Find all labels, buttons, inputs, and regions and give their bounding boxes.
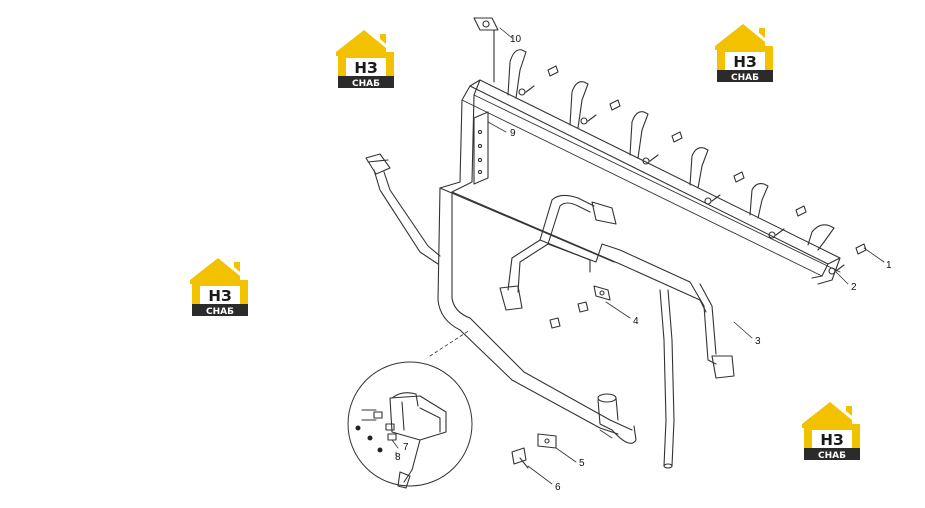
right-harness xyxy=(659,281,735,469)
callout-7: 7 xyxy=(403,442,409,453)
watermark-logo-4: НЗ СНАБ xyxy=(802,402,860,461)
watermark-letters: НЗ xyxy=(733,53,756,71)
bracket-5 xyxy=(537,433,557,449)
callout-labels: 10 9 1 2 3 4 5 6 7 8 xyxy=(395,34,892,493)
callout-5: 5 xyxy=(579,458,585,469)
callout-2: 2 xyxy=(851,282,857,293)
leader-lines xyxy=(391,27,885,485)
upper-frame-tube xyxy=(439,79,841,285)
callout-8: 8 xyxy=(395,452,401,463)
callout-3: 3 xyxy=(755,336,761,347)
watermark-letters: НЗ xyxy=(208,287,231,305)
bracket-9 xyxy=(473,111,489,185)
callout-4: 4 xyxy=(633,316,639,327)
watermark-caption: СНАБ xyxy=(818,451,846,461)
frame-clips xyxy=(507,49,835,251)
watermark-letters: НЗ xyxy=(354,59,377,77)
watermark-caption: СНАБ xyxy=(352,79,380,89)
watermark-letters: НЗ xyxy=(820,431,843,449)
bracket-4 xyxy=(549,285,611,329)
bolt-6 xyxy=(511,447,529,469)
watermark-caption: СНАБ xyxy=(206,307,234,317)
detail-inset-solids xyxy=(356,426,382,452)
callout-6: 6 xyxy=(555,482,561,493)
watermark-logo-1: НЗ СНАБ xyxy=(336,30,394,89)
bracket-10 xyxy=(473,17,499,83)
detail-inset xyxy=(347,361,473,489)
left-pigtail xyxy=(365,153,441,265)
lower-frame-tube xyxy=(437,187,707,444)
center-harness xyxy=(499,194,691,311)
callout-9: 9 xyxy=(510,128,516,139)
callout-1: 1 xyxy=(886,260,892,271)
watermark-logo-3: НЗ СНАБ xyxy=(190,258,248,317)
frame-bolts xyxy=(518,65,867,275)
callout-10: 10 xyxy=(510,34,522,45)
watermark-logo-2: НЗ СНАБ xyxy=(715,24,773,83)
watermark-caption: СНАБ xyxy=(731,73,759,83)
